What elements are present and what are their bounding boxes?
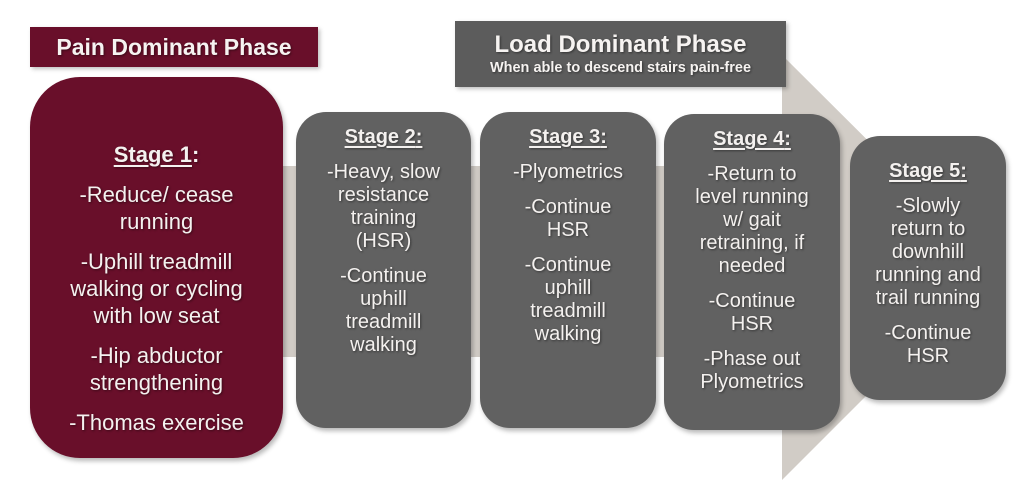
stage-item: -Continue HSR [524, 196, 612, 241]
stage-item: -Thomas exercise [69, 410, 244, 435]
stage-3-card: Stage 3: -Plyometrics -Continue HSR -Con… [480, 112, 656, 428]
pain-phase-header: Pain Dominant Phase [30, 27, 318, 67]
load-phase-subtitle: When able to descend stairs pain-free [489, 60, 752, 77]
stage-5-heading-text: Stage 5 [889, 160, 961, 182]
stage-1-heading-text: Stage 1 [113, 142, 192, 167]
stage-item: -Plyometrics [512, 161, 623, 183]
stage-2-heading: Stage 2: [302, 126, 465, 149]
stage-4-heading-colon: : [784, 128, 791, 150]
stage-3-heading-colon: : [600, 126, 607, 148]
stage-item: -Return to level running w/ gait retrain… [695, 163, 809, 277]
load-phase-header: Load Dominant Phase When able to descend… [455, 21, 786, 87]
stage-item: -Hip abductor strengthening [89, 343, 224, 395]
stage-1-heading: Stage 1: [40, 141, 273, 168]
stage-4-card: Stage 4: -Return to level running w/ gai… [664, 114, 840, 430]
stage-5-heading-colon: : [960, 160, 967, 182]
load-phase-title: Load Dominant Phase [494, 30, 747, 58]
stage-item: -Continue HSR [708, 290, 796, 335]
stage-item: -Continue uphill treadmill walking [524, 254, 612, 345]
stage-2-heading-colon: : [415, 126, 423, 148]
stage-item: -Continue uphill treadmill walking [340, 265, 427, 356]
stage-5-card: Stage 5: -Slowly return to downhill runn… [850, 136, 1006, 400]
stage-item: -Continue HSR [884, 322, 972, 367]
stage-2-heading-text: Stage 2 [344, 126, 416, 148]
stage-4-heading-text: Stage 4 [713, 128, 785, 150]
stage-5-heading: Stage 5: [854, 160, 1002, 183]
stage-3-heading-text: Stage 3 [529, 126, 601, 148]
stage-item: -Heavy, slow resistance training (HSR) [327, 161, 440, 252]
stage-item: -Uphill treadmill walking or cycling wit… [70, 249, 243, 328]
stage-item: -Phase out Plyometrics [700, 348, 804, 393]
stage-item: -Reduce/ cease running [79, 182, 234, 234]
stage-4-heading: Stage 4: [670, 128, 834, 151]
stage-3-heading: Stage 3: [486, 126, 650, 149]
stage-1-heading-colon: : [191, 142, 200, 167]
stage-item: -Slowly return to downhill running and t… [875, 195, 981, 309]
stage-2-card: Stage 2: -Heavy, slow resistance trainin… [296, 112, 471, 428]
stage-1-card: Stage 1: -Reduce/ cease running -Uphill … [30, 77, 283, 458]
pain-phase-title: Pain Dominant Phase [56, 33, 292, 60]
